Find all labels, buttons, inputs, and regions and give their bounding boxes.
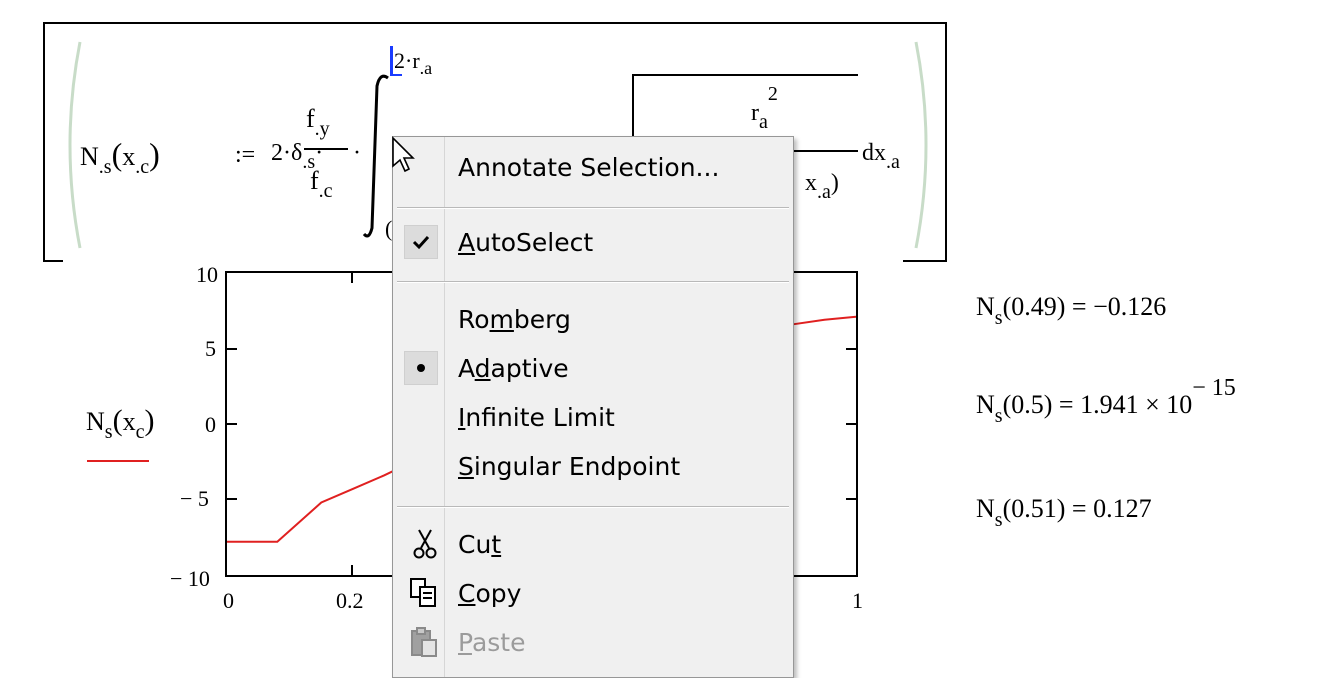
region-top-border — [43, 22, 947, 24]
region-bottom-right-border — [903, 260, 947, 262]
result-line-1[interactable]: Ns(0.49) = −0.126 — [976, 292, 1167, 329]
context-menu: Annotate Selection... AutoSelect Romberg… — [392, 136, 794, 678]
menu-item-romberg[interactable]: Romberg — [458, 305, 571, 334]
menu-item-copy[interactable]: Copy — [393, 571, 791, 617]
equation-region[interactable] — [43, 22, 947, 262]
y-tick-mark — [846, 348, 858, 350]
menu-item-adaptive[interactable]: Adaptive — [393, 346, 791, 392]
menu-separator — [397, 207, 789, 209]
y-axis-label: Ns(xc) — [86, 404, 155, 443]
left-paren-icon — [58, 40, 84, 250]
radio-dot-icon — [404, 351, 438, 385]
menu-item-singular-endpoint[interactable]: Singular Endpoint — [458, 452, 681, 481]
y-tick-label: 10 — [196, 262, 218, 287]
integral-icon — [362, 72, 392, 242]
equation-lhs: N.s(x.c) — [80, 136, 160, 178]
assign-operator: := — [235, 142, 256, 168]
copy-icon — [409, 577, 439, 615]
edit-cursor-icon — [390, 46, 393, 76]
menu-item-annotate-selection[interactable]: Annotate Selection... — [458, 153, 720, 182]
integral-upper-limit: 2·r.a — [394, 48, 433, 78]
x-tick-label: 1 — [852, 588, 863, 613]
menu-item-paste[interactable]: Paste — [393, 620, 791, 666]
paste-icon — [409, 626, 439, 664]
edit-cursor-underline — [390, 74, 402, 76]
integral-lower-limit: ( — [385, 216, 393, 241]
x-tick-mark — [351, 565, 353, 577]
y-tick-mark — [846, 423, 858, 425]
result-line-3[interactable]: Ns(0.51) = 0.127 — [976, 494, 1152, 531]
menu-item-cut[interactable]: Cut — [393, 522, 791, 568]
mouse-pointer-icon — [391, 136, 417, 179]
menu-separator — [397, 506, 789, 508]
menu-item-infinite-limit[interactable]: Infinite Limit — [458, 403, 615, 432]
partial-term: x.a) — [805, 170, 839, 203]
check-icon — [404, 225, 438, 259]
x-tick-mark — [351, 271, 353, 283]
sqrt-stem — [632, 74, 634, 138]
dot-operator: · — [353, 140, 361, 166]
sqrt-numerator: ra2 — [751, 83, 778, 133]
sqrt-overline — [632, 74, 858, 76]
right-paren-icon — [912, 40, 938, 250]
sqrt-fraction-bar — [792, 150, 858, 152]
result-line-2[interactable]: Ns(0.5) = 1.941 × 10− 15 — [976, 375, 1236, 427]
trace-line-segment — [227, 465, 404, 543]
fraction-bar — [304, 148, 348, 150]
y-tick-label: 5 — [205, 336, 216, 361]
y-tick-mark — [225, 348, 237, 350]
differential: dx.a — [862, 140, 900, 173]
menu-item-autoselect[interactable]: AutoSelect — [393, 220, 791, 266]
region-left-border — [43, 22, 45, 262]
legend-trace-line — [87, 460, 149, 462]
coefficient: 2·δ.s· — [271, 140, 324, 173]
y-tick-mark — [225, 498, 237, 500]
menu-separator — [397, 281, 789, 283]
region-right-border — [945, 22, 947, 262]
menu-gutter — [444, 137, 445, 677]
scissors-icon — [411, 528, 439, 566]
fraction-numerator: f.y — [306, 104, 330, 140]
x-tick-label: 0.2 — [336, 588, 364, 613]
y-tick-label: 0 — [205, 412, 216, 437]
y-tick-label: − 5 — [180, 486, 209, 511]
y-tick-mark — [846, 498, 858, 500]
region-bottom-left-border — [43, 260, 63, 262]
y-tick-mark — [225, 423, 237, 425]
fraction-denominator: f.c — [310, 166, 333, 202]
y-tick-label: − 10 — [170, 566, 210, 591]
x-tick-label: 0 — [223, 588, 234, 613]
